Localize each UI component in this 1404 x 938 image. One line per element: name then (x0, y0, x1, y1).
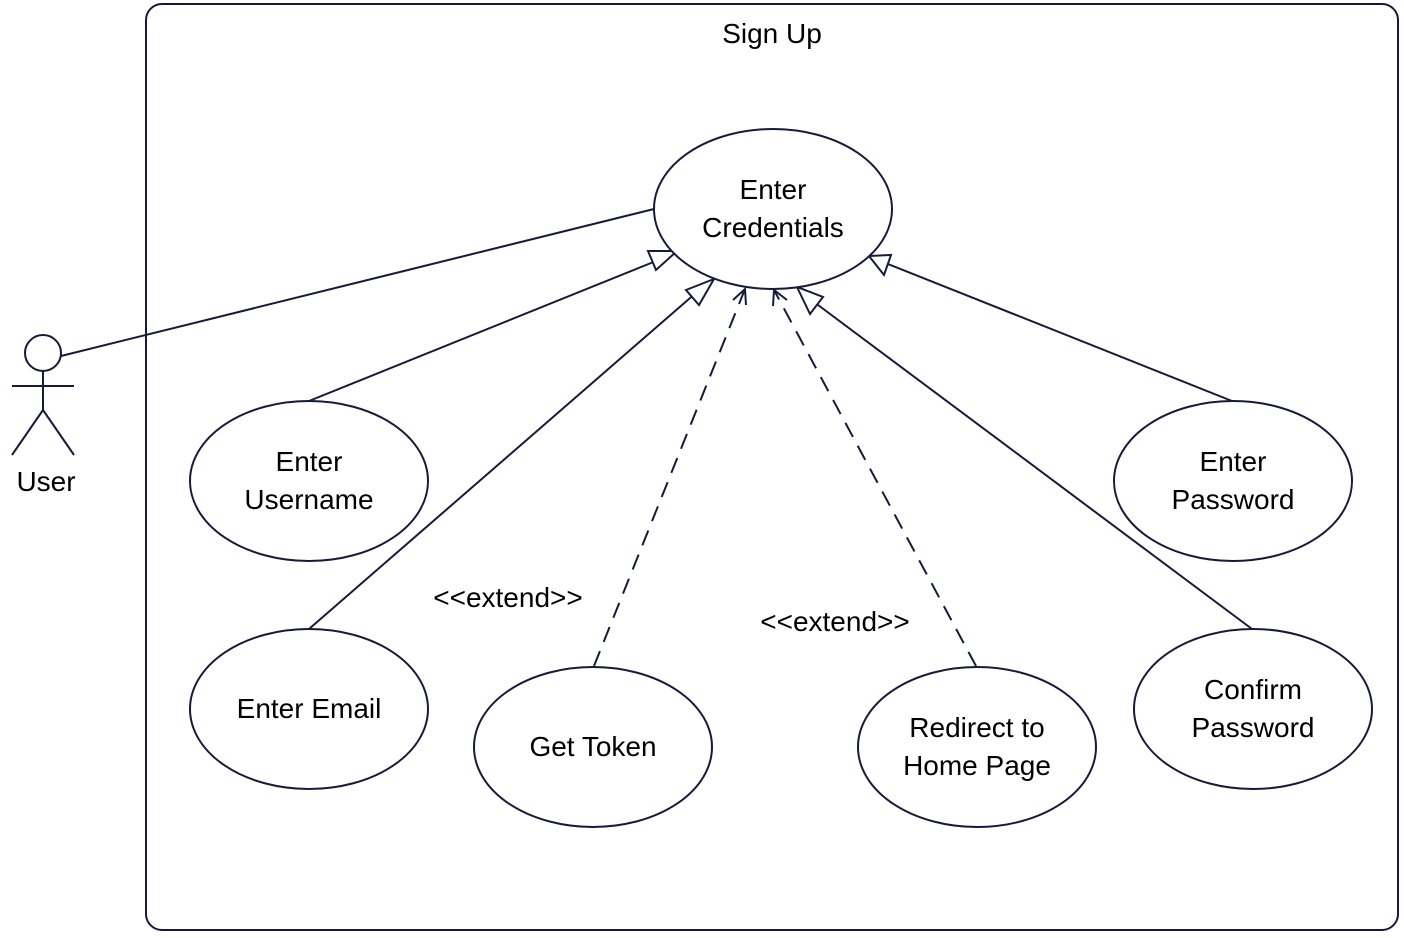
association-user-credentials[interactable] (60, 208, 655, 357)
actor-user[interactable] (11, 334, 75, 456)
use-case-get-token[interactable] (473, 666, 713, 828)
use-case-label: Home Page (903, 750, 1051, 781)
extend-arrowhead (732, 286, 747, 306)
actor-left-leg (11, 409, 44, 456)
use-case-label: Enter Email (237, 693, 382, 724)
generalization-username[interactable] (308, 260, 657, 402)
extend-label-redirect-home: <<extend>> (760, 606, 909, 637)
generalization-arrowhead (646, 250, 680, 272)
generalization-email[interactable] (308, 291, 698, 630)
use-case-label: Redirect to (909, 712, 1044, 743)
use-case-label: Get Token (529, 731, 656, 762)
use-case-label: Password (1192, 712, 1315, 743)
use-case-label: Credentials (702, 212, 844, 243)
use-case-label: Enter (740, 174, 807, 205)
use-case-label: Username (244, 484, 373, 515)
actor-head (24, 334, 62, 372)
use-case-enter-username[interactable] (189, 400, 429, 562)
actor-right-leg (42, 409, 75, 456)
generalization-confirm-password[interactable] (813, 301, 1253, 630)
generalization-arrowhead (684, 277, 717, 307)
system-title: Sign Up (722, 18, 822, 49)
use-case-label: Password (1172, 484, 1295, 515)
system-boundary[interactable] (145, 3, 1399, 931)
extend-arrowhead (772, 288, 788, 307)
generalization-arrowhead (795, 285, 825, 316)
use-case-redirect-home[interactable] (857, 666, 1097, 828)
actor-label: User (16, 466, 75, 497)
use-case-enter-password[interactable] (1113, 400, 1353, 562)
generalization-arrowhead (867, 253, 893, 278)
use-case-enter-credentials[interactable] (653, 128, 893, 290)
generalization-password[interactable] (887, 263, 1233, 402)
use-case-label: Confirm (1204, 674, 1302, 705)
extend-get-token[interactable] (593, 288, 746, 667)
use-case-confirm-password[interactable] (1133, 628, 1373, 790)
extend-redirect-home[interactable] (773, 289, 977, 667)
use-case-enter-email[interactable] (189, 628, 429, 790)
use-case-label: Enter (1200, 446, 1267, 477)
extend-label-get-token: <<extend>> (433, 582, 582, 613)
use-case-label: Enter (276, 446, 343, 477)
